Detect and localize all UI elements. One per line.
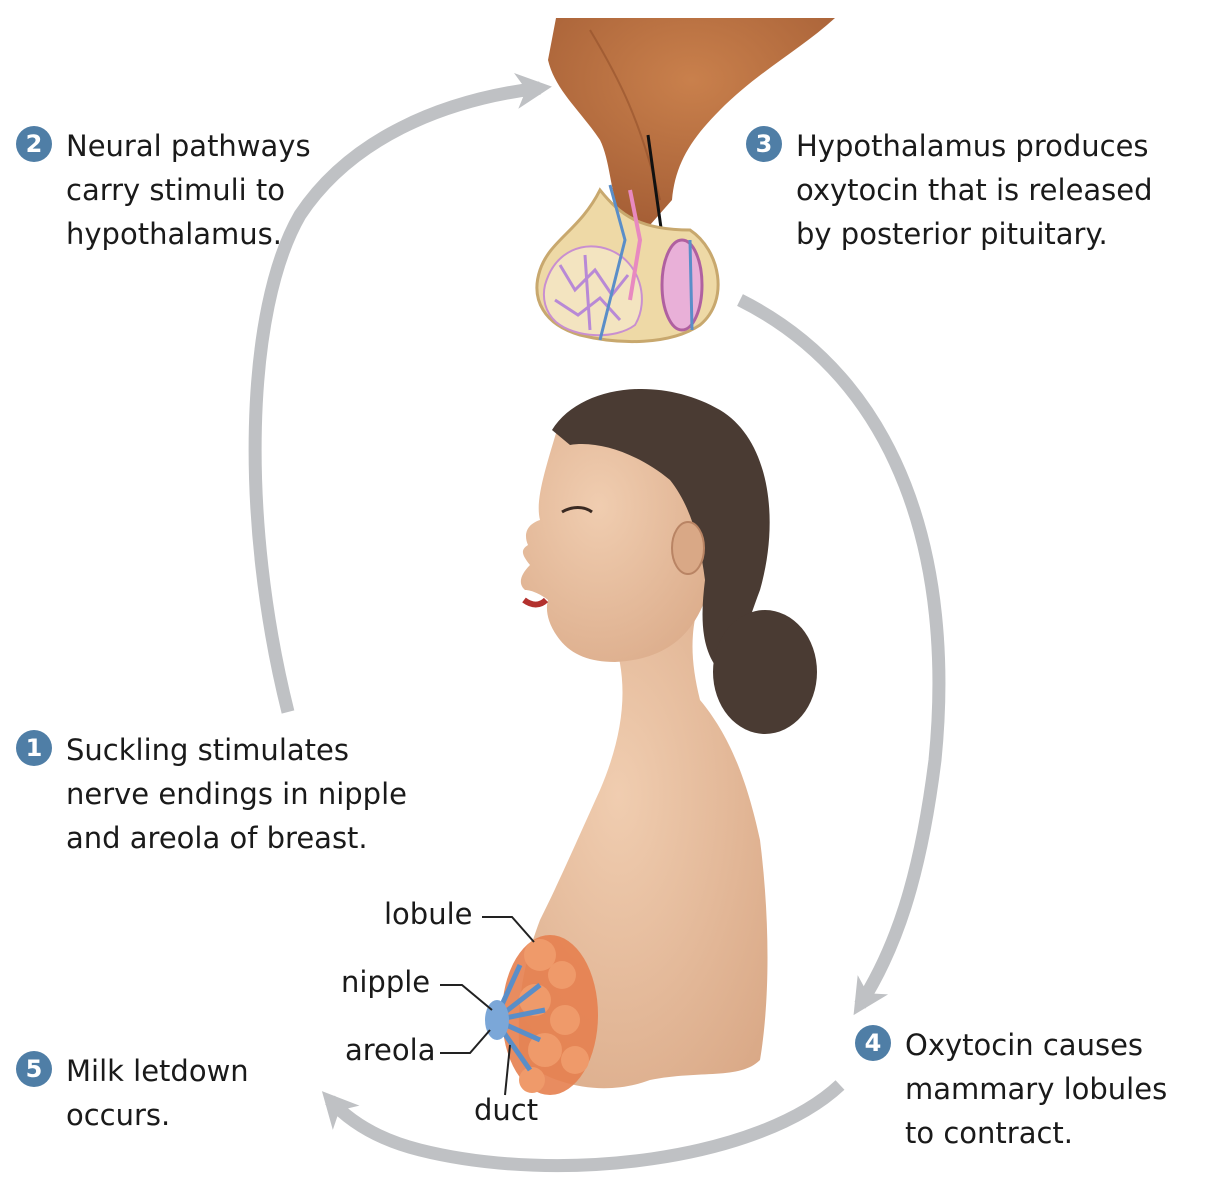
- label-lobule: lobule: [384, 897, 473, 931]
- step-5-badge: 5: [16, 1051, 52, 1087]
- areola-leader: [440, 1029, 491, 1054]
- lobule-leader: [482, 916, 535, 943]
- step-2: 2 Neural pathways carry stimuli to hypot…: [16, 124, 311, 256]
- label-duct: duct: [474, 1093, 539, 1127]
- pituitary-gland-illustration: [535, 184, 720, 344]
- step-5-text: Milk letdown occurs.: [66, 1054, 249, 1132]
- label-areola: areola: [345, 1033, 436, 1067]
- step-1: 1 Suckling stimulates nerve endings in n…: [16, 728, 407, 860]
- duct-leader: [504, 1044, 511, 1096]
- arrow-to-breast: [737, 294, 946, 1016]
- step-3-text: Hypothalamus produces oxytocin that is r…: [796, 129, 1153, 251]
- step-4-badge: 4: [855, 1025, 891, 1061]
- arrow-to-hypothalamus: [248, 72, 552, 714]
- step-1-text: Suckling stimulates nerve endings in nip…: [66, 733, 407, 855]
- step-5: 5 Milk letdown occurs.: [16, 1049, 249, 1137]
- arrow-to-milk-letdown: [321, 1080, 845, 1173]
- hypothalamus-illustration: [548, 18, 835, 250]
- step-2-badge: 2: [16, 126, 52, 162]
- nipple-leader: [440, 984, 493, 1011]
- step-4-text: Oxytocin causes mammary lobules to contr…: [905, 1028, 1168, 1150]
- breast-illustration: [485, 935, 598, 1095]
- woman-illustration: [518, 388, 817, 1089]
- step-3: 3 Hypothalamus produces oxytocin that is…: [746, 124, 1153, 256]
- step-4: 4 Oxytocin causes mammary lobules to con…: [855, 1023, 1167, 1155]
- label-nipple: nipple: [341, 965, 431, 999]
- step-1-badge: 1: [16, 730, 52, 766]
- step-2-text: Neural pathways carry stimuli to hypotha…: [66, 129, 311, 251]
- step-3-badge: 3: [746, 126, 782, 162]
